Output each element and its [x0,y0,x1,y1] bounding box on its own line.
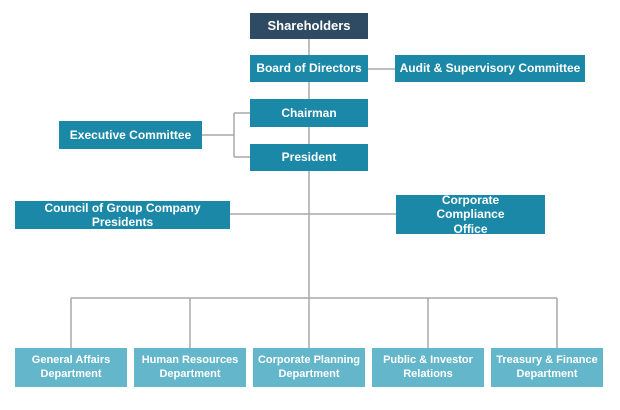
shareholders-box: Shareholders [250,13,368,39]
chairman-box: Chairman [250,99,368,127]
president-box: President [250,144,368,171]
department-human-resources: Human Resources Department [134,348,246,387]
department-public-investor-relations: Public & Investor Relations [372,348,484,387]
board-of-directors-box: Board of Directors [250,55,368,82]
executive-committee-box: Executive Committee [59,121,202,149]
council-box: Council of Group Company Presidents [15,201,230,229]
department-corporate-planning: Corporate Planning Department [253,348,365,387]
audit-committee-box: Audit & Supervisory Committee [395,55,585,82]
department-general-affairs: General Affairs Department [15,348,127,387]
compliance-office-box: Corporate Compliance Office [396,193,545,236]
department-treasury-finance: Treasury & Finance Department [491,348,603,387]
